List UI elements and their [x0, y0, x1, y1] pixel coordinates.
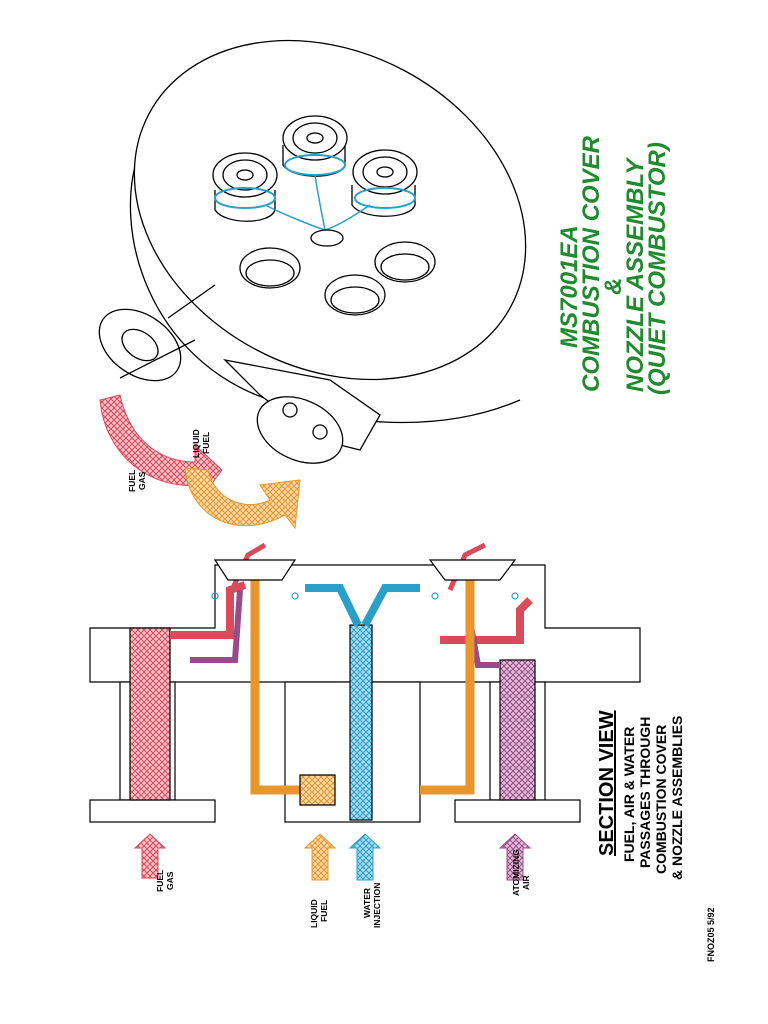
- title-line-5: (QUIET COMBUSTOR): [644, 142, 671, 395]
- fuel-nozzle-3: [351, 149, 418, 217]
- fuel-gas-label-top-2: GAS: [137, 471, 147, 490]
- fuel-gas-flange: [98, 308, 182, 382]
- water-injection-arrow: [348, 833, 382, 881]
- section-sub-3: COMBUSTION COVER: [653, 724, 669, 874]
- nozzle-tip-right: [428, 559, 517, 581]
- title-line-2: COMBUSTION COVER: [578, 135, 605, 392]
- section-sub-2: PASSAGES THROUGH: [637, 716, 653, 868]
- section-sub-4: & NOZZLE ASSEMBLIES: [669, 715, 685, 880]
- fuel-nozzle-1: [212, 152, 278, 222]
- liquid-fuel-label-top-1: LIQUID: [191, 429, 201, 458]
- cover-hole-1: [239, 247, 301, 289]
- fuel-gas-label-bottom-2: GAS: [165, 871, 175, 890]
- water-manifold: [264, 174, 371, 231]
- atomizing-air-label-1: ATOMIZING: [511, 849, 521, 896]
- nozzle-tip-left: [213, 559, 297, 581]
- cover-disc: [133, 39, 527, 381]
- fuel-gas-label-top-1: FUEL: [127, 469, 137, 492]
- liquid-fuel-flange: [256, 396, 344, 464]
- section-view: [89, 542, 641, 823]
- atomizing-air-label-2: AIR: [521, 875, 531, 890]
- liquid-fuel-label-top-2: FUEL: [201, 431, 211, 454]
- liquid-fuel-arrow-bottom: [303, 833, 337, 881]
- atomizing-air-passage: [499, 659, 536, 801]
- combustion-cover-isometric: [98, 39, 527, 464]
- fuel-nozzle-2: [282, 115, 348, 177]
- cover-hole-3: [374, 241, 436, 283]
- fuel-gas-label-bottom-1: FUEL: [155, 869, 165, 892]
- cover-hole-2: [324, 274, 386, 316]
- section-sub-1: FUEL, AIR & WATER: [621, 726, 637, 862]
- fuel-gas-arrow-bottom: [133, 833, 167, 879]
- water-injection-label-2: INJECTION: [372, 882, 382, 928]
- liquid-fuel-label-bottom-2: FUEL: [319, 899, 329, 922]
- liquid-fuel-label-bottom-1: LIQUID: [309, 899, 319, 928]
- water-injection-passage: [349, 624, 373, 821]
- liquid-fuel-arrow-top: [184, 467, 301, 530]
- document-code: FNOZ05 5/92: [706, 907, 716, 962]
- flow-arrows: [99, 394, 532, 881]
- water-injection-label-1: WATER: [362, 887, 372, 918]
- liquid-fuel-passage-right: [420, 560, 475, 795]
- fuel-gas-passage: [129, 627, 171, 801]
- section-heading: SECTION VIEW: [596, 710, 618, 856]
- atomizing-air-arrow: [498, 833, 532, 881]
